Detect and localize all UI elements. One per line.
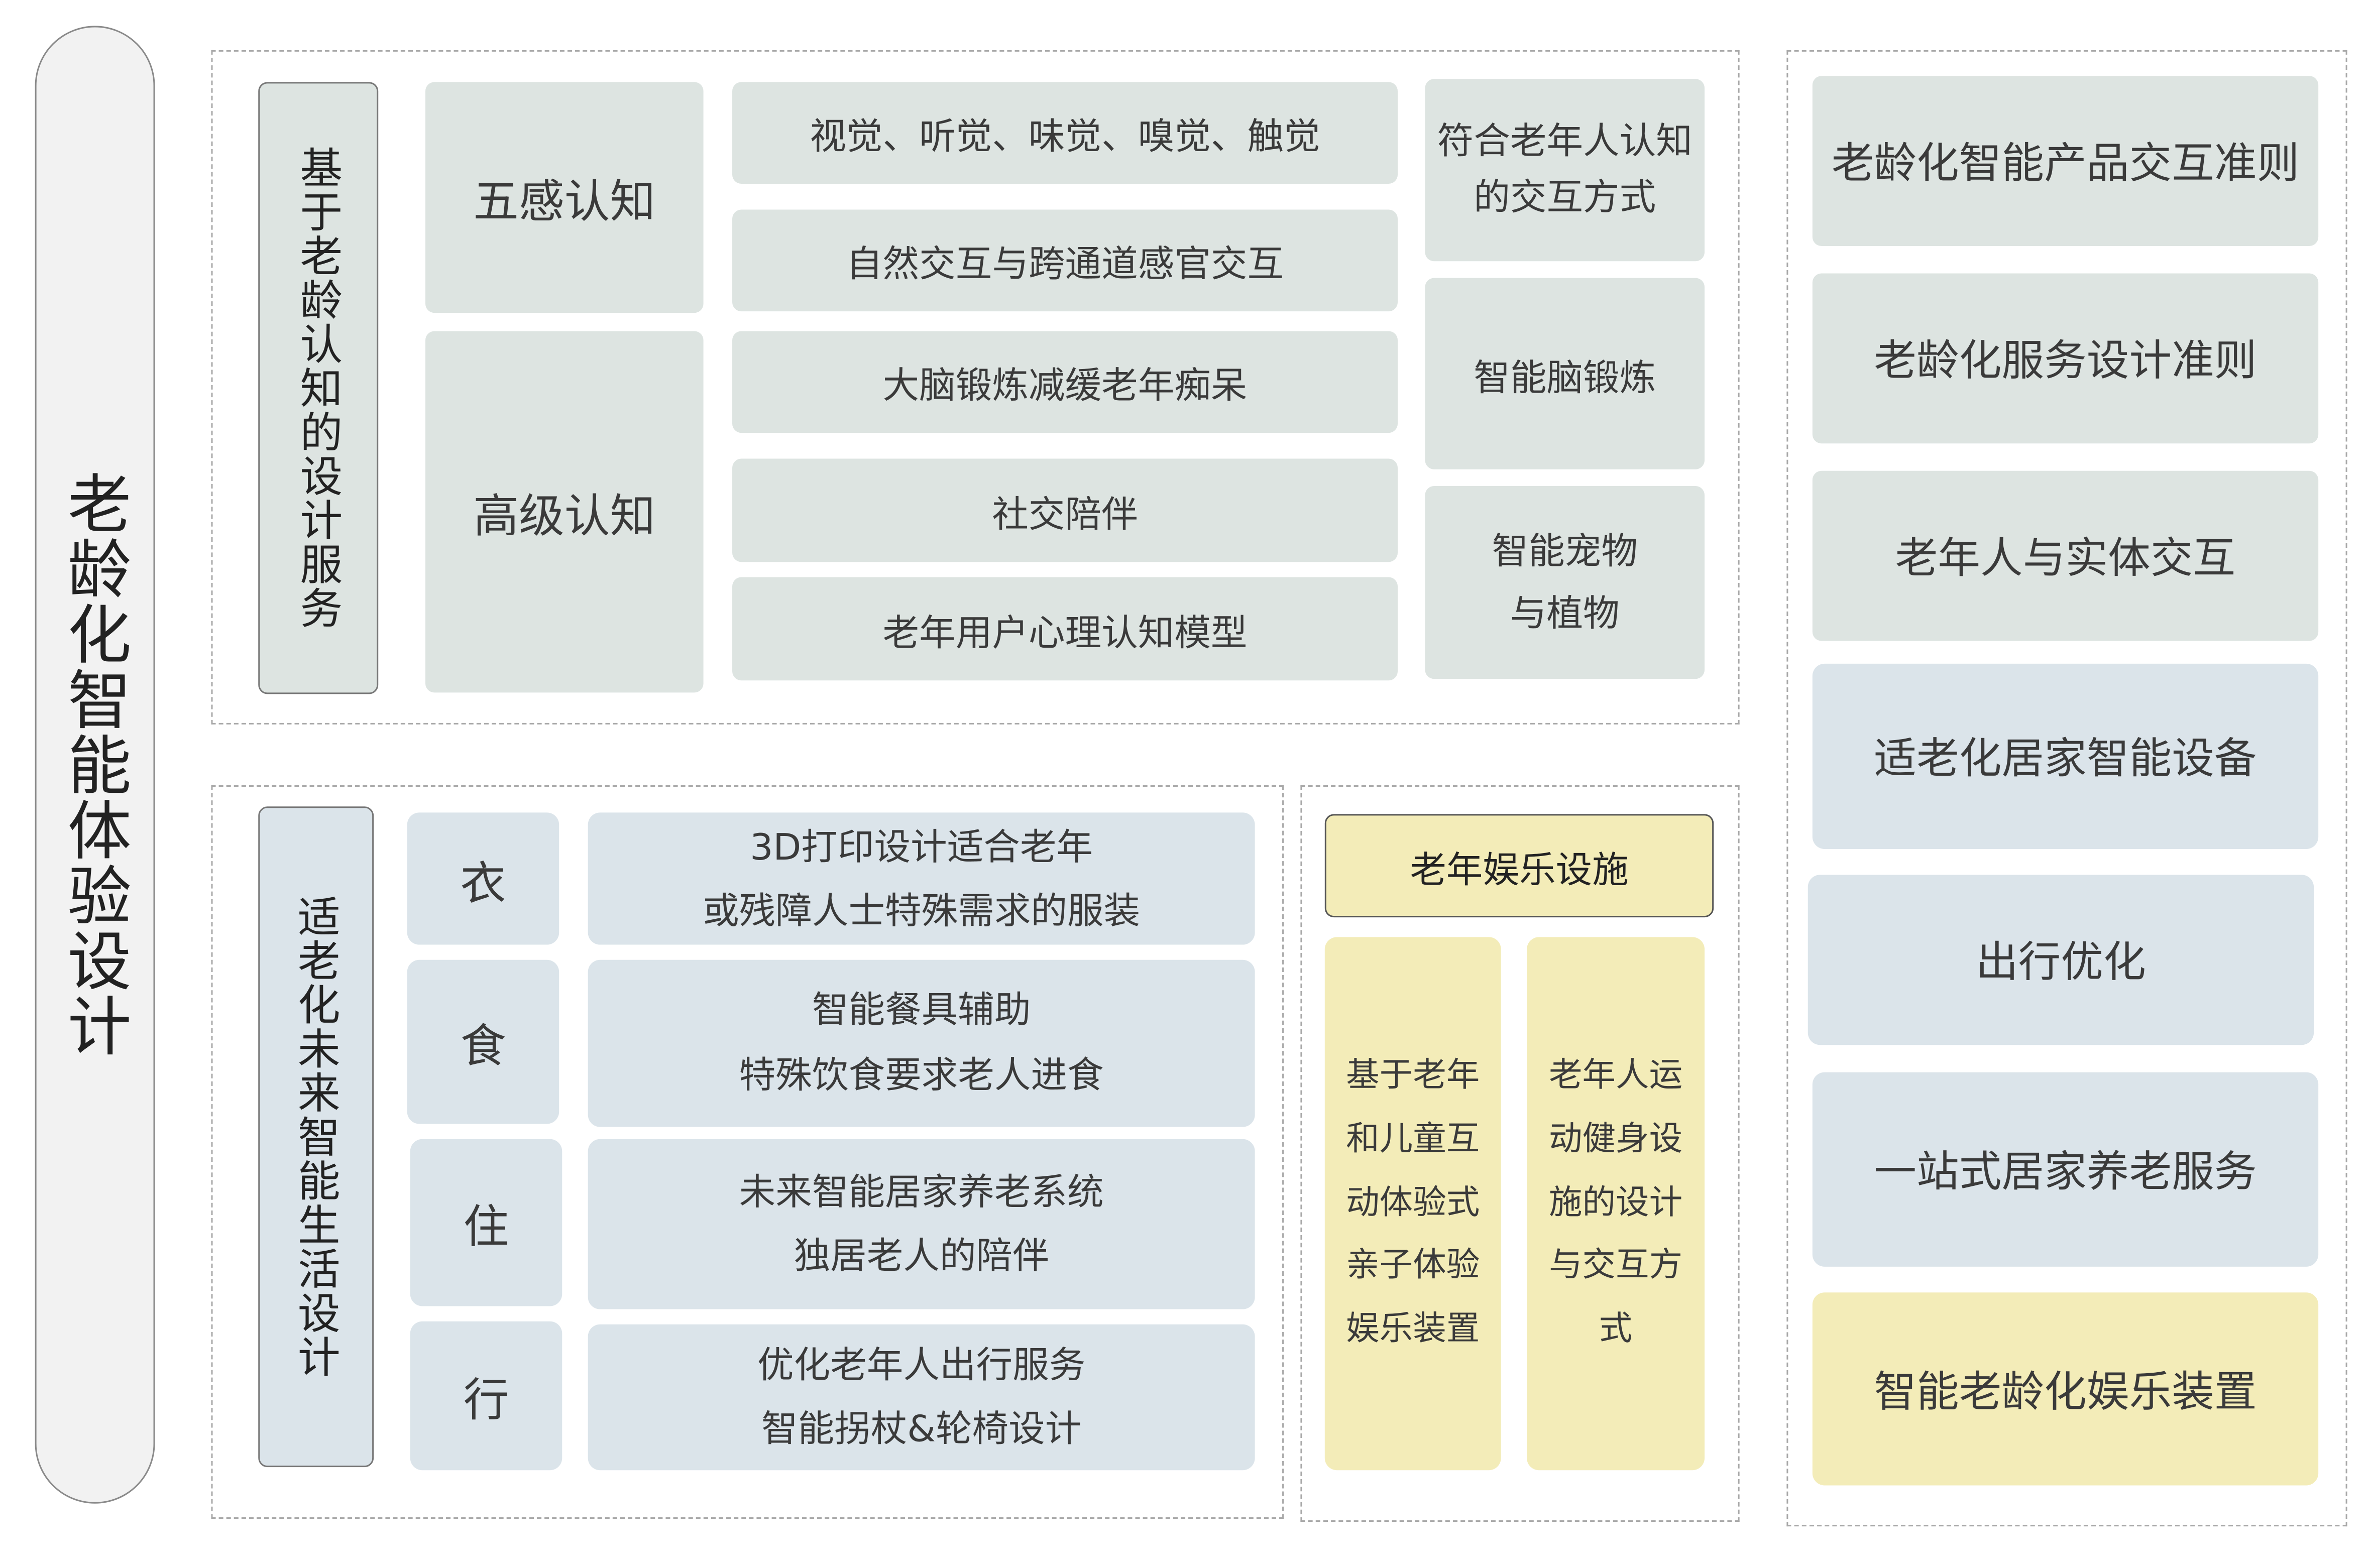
cognition-item: 社交陪伴 (732, 458, 1398, 562)
cognition-label: 基于老龄认知的设计服务 (258, 82, 379, 694)
future-life-label: 适老化未来智能生活设计 (258, 806, 374, 1468)
cognition-section (211, 50, 1740, 725)
output-item: 老龄化智能产品交互准则 (1812, 76, 2319, 247)
line: 智能宠物 (1492, 529, 1638, 572)
line: 亲子体验 (1346, 1247, 1480, 1286)
main-title: 老龄化智能体验设计 (35, 26, 155, 1504)
row-detail: 3D打印设计适合老年 或残障人士特殊需求的服装 (588, 812, 1255, 945)
line: 智能餐具辅助 (812, 988, 1031, 1031)
line: 符合老年人认知 (1437, 119, 1692, 163)
row-key-clothing: 衣 (407, 812, 559, 945)
row-detail: 智能餐具辅助 特殊饮食要求老人进食 (588, 959, 1255, 1127)
output-item: 老龄化服务设计准则 (1812, 273, 2319, 444)
line: 式 (1599, 1311, 1633, 1349)
line: 智能拐杖&轮椅设计 (761, 1408, 1082, 1451)
row-key-housing: 住 (410, 1139, 562, 1306)
row-detail: 未来智能居家养老系统 独居老人的陪伴 (588, 1139, 1255, 1309)
line: 独居老人的陪伴 (794, 1235, 1049, 1278)
entertainment-column: 基于老年 和儿童互 动体验式 亲子体验 娱乐装置 (1324, 937, 1501, 1471)
output-item: 适老化居家智能设备 (1812, 663, 2319, 849)
category-advanced: 高级认知 (425, 331, 704, 693)
line: 施的设计 (1548, 1184, 1683, 1222)
cognition-item: 大脑锻炼减缓老年痴呆 (732, 331, 1398, 433)
output-item: 智能老龄化娱乐装置 (1812, 1292, 2319, 1486)
cognition-outcome: 智能脑锻炼 (1425, 278, 1705, 469)
line: 老年人运 (1548, 1057, 1683, 1096)
output-item: 出行优化 (1808, 875, 2314, 1045)
line: 娱乐装置 (1346, 1311, 1480, 1349)
output-item: 老年人与实体交互 (1812, 470, 2319, 641)
entertainment-section (1300, 785, 1740, 1522)
cognition-item: 自然交互与跨通道感官交互 (732, 209, 1398, 312)
cognition-outcome: 智能宠物 与植物 (1425, 486, 1705, 679)
line: 特殊饮食要求老人进食 (739, 1054, 1104, 1097)
cognition-item: 视觉、听觉、味觉、嗅觉、触觉 (732, 82, 1398, 184)
cognition-item: 老年用户心理认知模型 (732, 577, 1398, 681)
entertainment-header: 老年娱乐设施 (1324, 814, 1714, 918)
line: 的交互方式 (1474, 176, 1656, 219)
cognition-outcome: 符合老年人认知 的交互方式 (1425, 79, 1705, 262)
row-key-food: 食 (407, 959, 559, 1124)
line: 未来智能居家养老系统 (739, 1171, 1104, 1214)
line: 与植物 (1510, 591, 1620, 634)
line: 动体验式 (1346, 1184, 1480, 1222)
entertainment-column: 老年人运 动健身设 施的设计 与交互方 式 (1527, 937, 1705, 1471)
line: 动健身设 (1548, 1120, 1683, 1159)
category-five-senses: 五感认知 (425, 82, 704, 313)
line: 优化老年人出行服务 (757, 1344, 1086, 1387)
row-detail: 优化老年人出行服务 智能拐杖&轮椅设计 (588, 1324, 1255, 1471)
line: 3D打印设计适合老年 (750, 825, 1093, 868)
line: 或残障人士特殊需求的服装 (703, 889, 1141, 932)
line: 和儿童互 (1346, 1120, 1480, 1159)
future-life-section (211, 785, 1284, 1519)
row-key-travel: 行 (410, 1321, 562, 1471)
line: 与交互方 (1548, 1247, 1683, 1286)
line: 基于老年 (1346, 1057, 1480, 1096)
outputs-section (1786, 50, 2347, 1527)
output-item: 一站式居家养老服务 (1812, 1072, 2319, 1267)
